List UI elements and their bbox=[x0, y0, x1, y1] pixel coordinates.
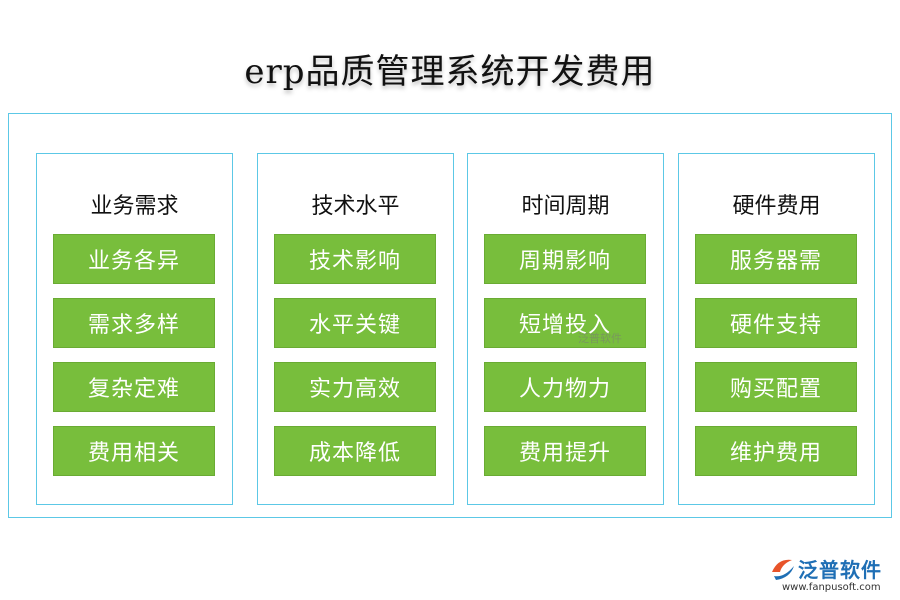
item-box: 费用相关 bbox=[53, 426, 215, 476]
column-heading: 业务需求 bbox=[90, 194, 179, 219]
item-box: 成本降低 bbox=[274, 426, 436, 476]
item-box: 人力物力 bbox=[484, 362, 646, 412]
item-box: 技术影响 bbox=[274, 234, 436, 284]
item-box: 周期影响 bbox=[484, 234, 646, 284]
item-box: 水平关键 bbox=[274, 298, 436, 348]
logo-icon bbox=[772, 559, 794, 580]
column-heading: 硬件费用 bbox=[732, 194, 821, 219]
item-box: 需求多样 bbox=[53, 298, 215, 348]
column-technical-level: 技术水平 技术影响 水平关键 实力高效 成本降低 bbox=[257, 153, 454, 505]
column-hardware-cost: 硬件费用 服务器需 硬件支持 购买配置 维护费用 bbox=[678, 153, 875, 505]
item-box: 实力高效 bbox=[274, 362, 436, 412]
item-box: 硬件支持 bbox=[695, 298, 857, 348]
logo-name: 泛普软件 bbox=[798, 558, 882, 582]
item-box: 复杂定难 bbox=[53, 362, 215, 412]
column-time-period: 时间周期 周期影响 短增投入 人力物力 费用提升 bbox=[467, 153, 664, 505]
item-box: 购买配置 bbox=[695, 362, 857, 412]
item-box: 业务各异 bbox=[53, 234, 215, 284]
brand-logo: 泛普软件 www.fanpusoft.com bbox=[768, 552, 896, 596]
column-heading: 时间周期 bbox=[521, 194, 610, 219]
outer-frame bbox=[8, 113, 892, 518]
diagram-title: erp品质管理系统开发费用 bbox=[244, 52, 656, 92]
item-box: 短增投入 bbox=[484, 298, 646, 348]
item-box: 维护费用 bbox=[695, 426, 857, 476]
item-box: 费用提升 bbox=[484, 426, 646, 476]
item-box: 服务器需 bbox=[695, 234, 857, 284]
column-business-needs: 业务需求 业务各异 需求多样 复杂定难 费用相关 bbox=[36, 153, 233, 505]
column-heading: 技术水平 bbox=[311, 194, 400, 219]
watermark: 泛普软件 bbox=[578, 332, 622, 345]
logo-url: www.fanpusoft.com bbox=[782, 582, 881, 593]
